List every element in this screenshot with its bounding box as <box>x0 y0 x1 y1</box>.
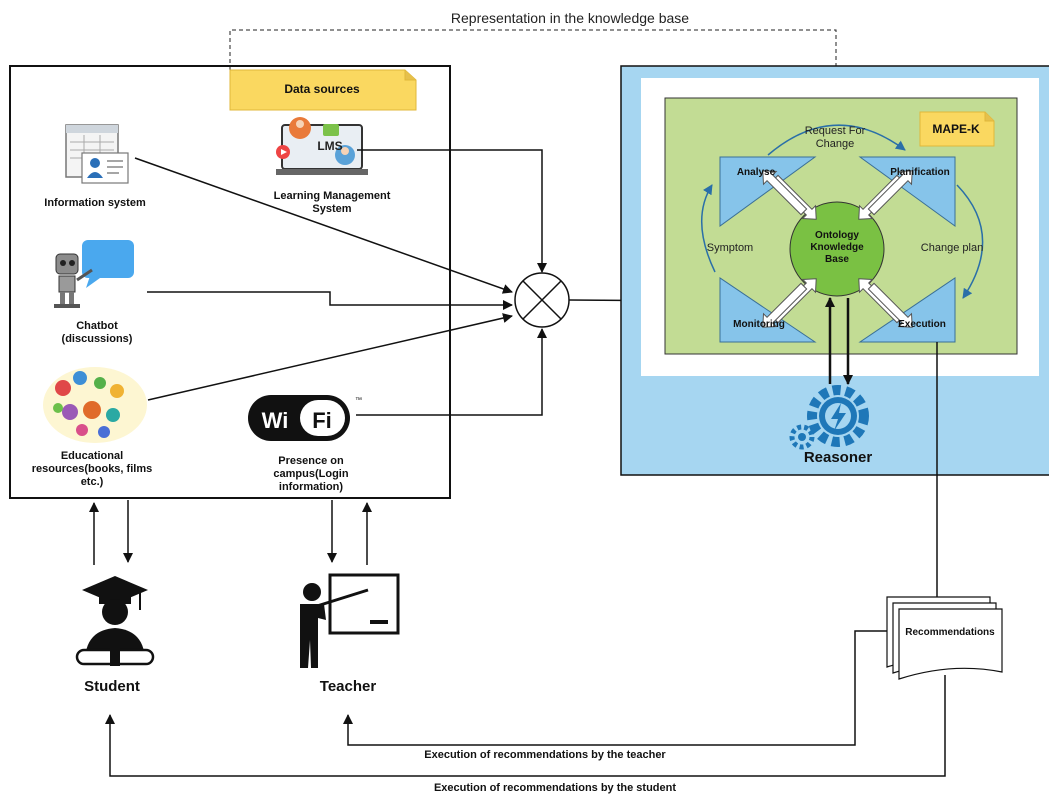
wifi-tm: ™ <box>355 397 362 404</box>
teacher-execution-label: Execution of recommendations by the teac… <box>424 749 666 761</box>
request-for-change-label: Request For Change <box>804 125 866 150</box>
information-system-icon <box>65 124 129 184</box>
source-connectors <box>134 149 547 416</box>
recommendations-label: Recommendations <box>905 627 995 638</box>
reasoner-label: Reasoner <box>803 449 873 466</box>
student-execution-label: Execution of recommendations by the stud… <box>433 782 677 794</box>
knowledge-base-circle <box>789 201 885 297</box>
symptom-label: Symptom <box>706 242 754 254</box>
svg-text:Fi: Fi <box>312 408 332 433</box>
lms-icon: LMS <box>276 117 368 175</box>
monitoring-triangle <box>719 277 817 343</box>
knowledge-base-label: Ontology Knowledge Base <box>810 230 864 265</box>
analyse-label: Analyse <box>736 167 776 178</box>
teacher-icon <box>300 573 400 668</box>
data-sources-note <box>229 69 417 111</box>
feedback-arrows <box>105 630 946 777</box>
monitoring-label: Monitoring <box>733 319 785 330</box>
execution-triangle <box>858 277 956 343</box>
information-system-label: Information system <box>44 197 146 209</box>
representation-label: Representation in the knowledge base <box>450 10 690 26</box>
planification-triangle <box>858 156 956 227</box>
svg-text:Wi: Wi <box>262 408 289 433</box>
teacher-label: Teacher <box>319 678 377 695</box>
change-plan-label: Change plan <box>920 242 984 254</box>
chatbot-label: Chatbot (discussions) <box>61 320 133 345</box>
kb-double-arrows <box>762 170 913 328</box>
presence-on-campus-label: Presence on campus(Login information) <box>273 455 349 493</box>
wifi-icon: Wi Fi ™ <box>248 395 362 441</box>
planification-label: Planification <box>890 167 950 178</box>
educational-resources-icon <box>43 367 147 443</box>
mape-cycle-arrows <box>701 124 984 299</box>
actor-arrows <box>89 500 372 565</box>
reasoner-gear-icon <box>789 385 869 450</box>
mape-k-note <box>919 111 995 147</box>
recommendations-document <box>886 596 1003 680</box>
educational-resources-label: Educational resources(books, films etc.) <box>31 450 153 488</box>
lms-label: Learning Management System <box>273 190 391 215</box>
data-sources-title: Data sources <box>284 82 360 96</box>
execution-label: Execution <box>898 319 946 330</box>
lms-icon-text: LMS <box>317 139 342 153</box>
kb-reasoner-arrows <box>825 297 853 385</box>
mape-k-tag: MAPE-K <box>932 122 980 136</box>
aggregation-node <box>514 272 570 328</box>
chatbot-icon <box>54 240 134 308</box>
student-icon <box>75 576 155 666</box>
data-sources-panel <box>9 65 451 499</box>
student-label: Student <box>84 678 140 695</box>
analyse-triangle <box>719 156 817 227</box>
